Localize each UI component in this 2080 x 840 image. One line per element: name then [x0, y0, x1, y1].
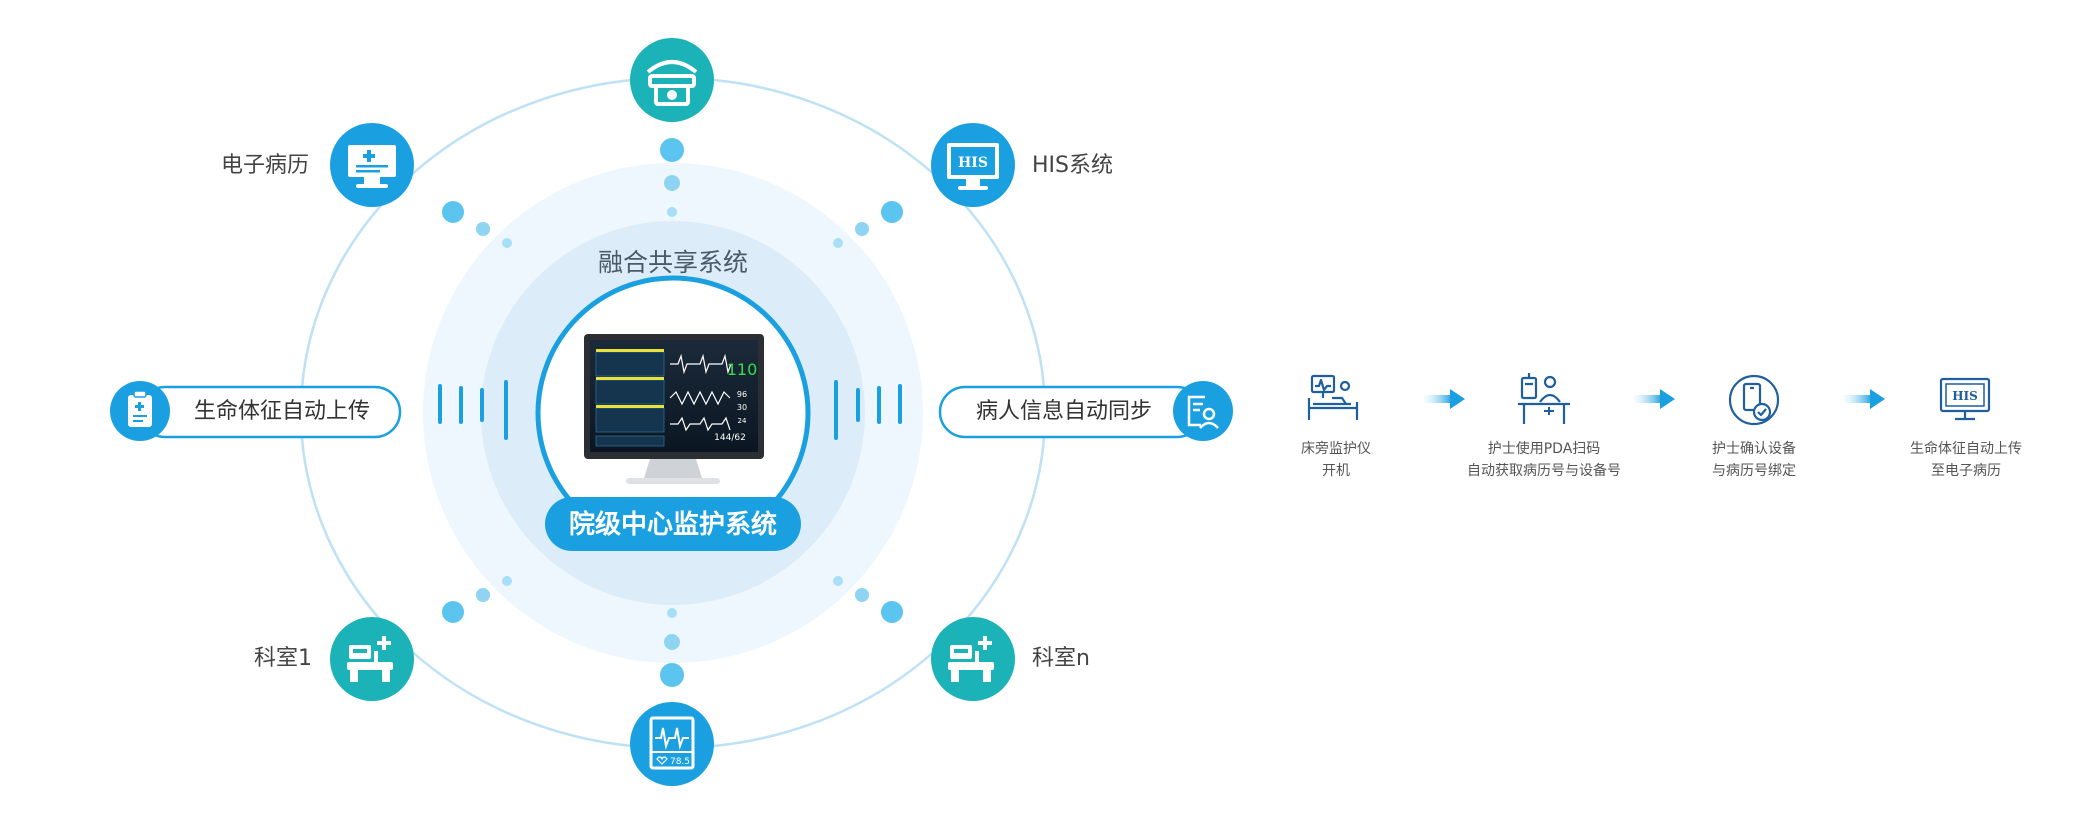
- waveform-readout: 78.5: [670, 757, 690, 767]
- ring-title: 融合共享系统: [598, 248, 748, 277]
- flow-step2-icon: [1518, 373, 1570, 424]
- resp-wave: [669, 390, 731, 406]
- his-label: HIS系统: [1032, 153, 1113, 178]
- flow-step1-icon: [1307, 374, 1359, 420]
- flow-arrow-3: [1844, 389, 1885, 409]
- right-signal-bars: [834, 380, 902, 440]
- node-bottom-vitals-monitor: 78.5: [630, 702, 714, 786]
- vitals-upload-label: 生命体征自动上传: [194, 399, 371, 424]
- ecg-wave: [670, 353, 732, 375]
- node-deptn: [931, 617, 1015, 701]
- node-top-device: [630, 38, 714, 122]
- node-emr: [330, 123, 414, 207]
- patient-sync-label: 病人信息自动同步: [976, 399, 1153, 424]
- patient-card-icon: [1187, 395, 1219, 429]
- flow-arrow-1: [1424, 389, 1465, 409]
- emr-label: 电子病历: [221, 153, 310, 178]
- clipboard-icon: [128, 390, 152, 427]
- flow-arrow-2: [1634, 389, 1675, 409]
- device-scanner-icon: [646, 60, 698, 106]
- flow-step1-label: 床旁监护仪开机: [1301, 441, 1371, 479]
- pleth-wave: [670, 416, 731, 432]
- vitals-upload-pill: [110, 381, 402, 441]
- node-dept1: [330, 617, 414, 701]
- waveform-monitor-icon: 78.5: [649, 716, 695, 770]
- monitor-temp-value: 24: [738, 417, 747, 425]
- dept-bed-icon-n: [948, 636, 994, 682]
- flow-step3-label: 护士确认设备与病历号绑定: [1712, 441, 1796, 479]
- monitor-resp-value: 30: [737, 403, 747, 412]
- dot-trails: [442, 138, 903, 687]
- central-monitor: 110 96 30 24 144/62: [584, 334, 764, 484]
- left-signal-bars: [438, 380, 508, 440]
- main-title-pill: 院级中心监护系统: [545, 497, 801, 551]
- svg-text:HIS: HIS: [958, 155, 988, 171]
- main-title: 院级中心监护系统: [569, 509, 777, 540]
- node-his: HIS: [931, 123, 1015, 207]
- his-monitor-icon: HIS: [947, 143, 999, 190]
- dept-bed-icon: [347, 636, 393, 682]
- flow-step4-label: 生命体征自动上传至电子病历: [1910, 441, 2022, 479]
- monitor-bp-value: 144/62: [714, 433, 746, 443]
- deptn-label: 科室n: [1032, 646, 1090, 671]
- flow-step4-icon: HIS: [1939, 377, 1991, 421]
- monitor-hr-value: 110: [727, 360, 758, 379]
- monitor-spo2-value: 96: [737, 390, 747, 399]
- emr-monitor-icon: [348, 145, 396, 188]
- flow-step2-label: 护士使用PDA扫码自动获取病历号与设备号: [1467, 441, 1621, 479]
- dept1-label: 科室1: [254, 646, 312, 671]
- monitor-left-panel: [595, 349, 665, 447]
- patient-sync-pill: [938, 381, 1233, 441]
- flow-his-badge: HIS: [1952, 389, 1978, 403]
- flow-step3-icon: [1728, 374, 1780, 426]
